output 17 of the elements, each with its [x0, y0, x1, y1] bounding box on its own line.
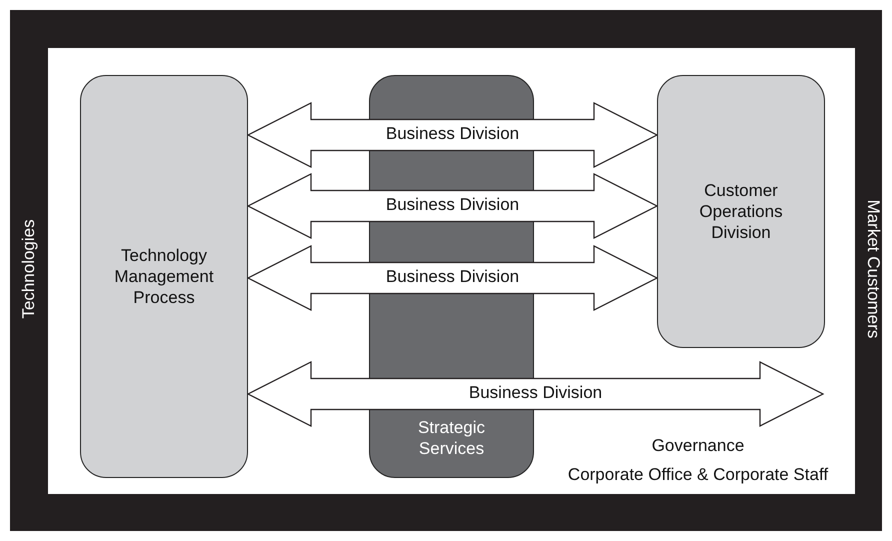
governance-label: Governance — [652, 436, 744, 456]
process-box — [80, 75, 248, 478]
edge-label: Business Division — [468, 383, 602, 403]
side-label: Market Customers — [863, 200, 883, 338]
edge-label: Business Division — [386, 267, 520, 287]
double-arrow — [246, 245, 658, 311]
node-text: Strategic Services — [416, 417, 486, 459]
double-arrow — [246, 102, 658, 168]
side-label: Technologies — [19, 219, 39, 319]
node-text: Customer Operations Division — [698, 180, 784, 243]
node-text: Technology Management Process — [113, 245, 215, 308]
edge-label: Business Division — [386, 195, 520, 215]
office-label: Corporate Office & Corporate Staff — [568, 465, 828, 485]
double-arrow — [246, 361, 824, 427]
division-box — [657, 75, 825, 348]
double-arrow — [246, 173, 658, 239]
edge-label: Business Division — [386, 124, 520, 144]
